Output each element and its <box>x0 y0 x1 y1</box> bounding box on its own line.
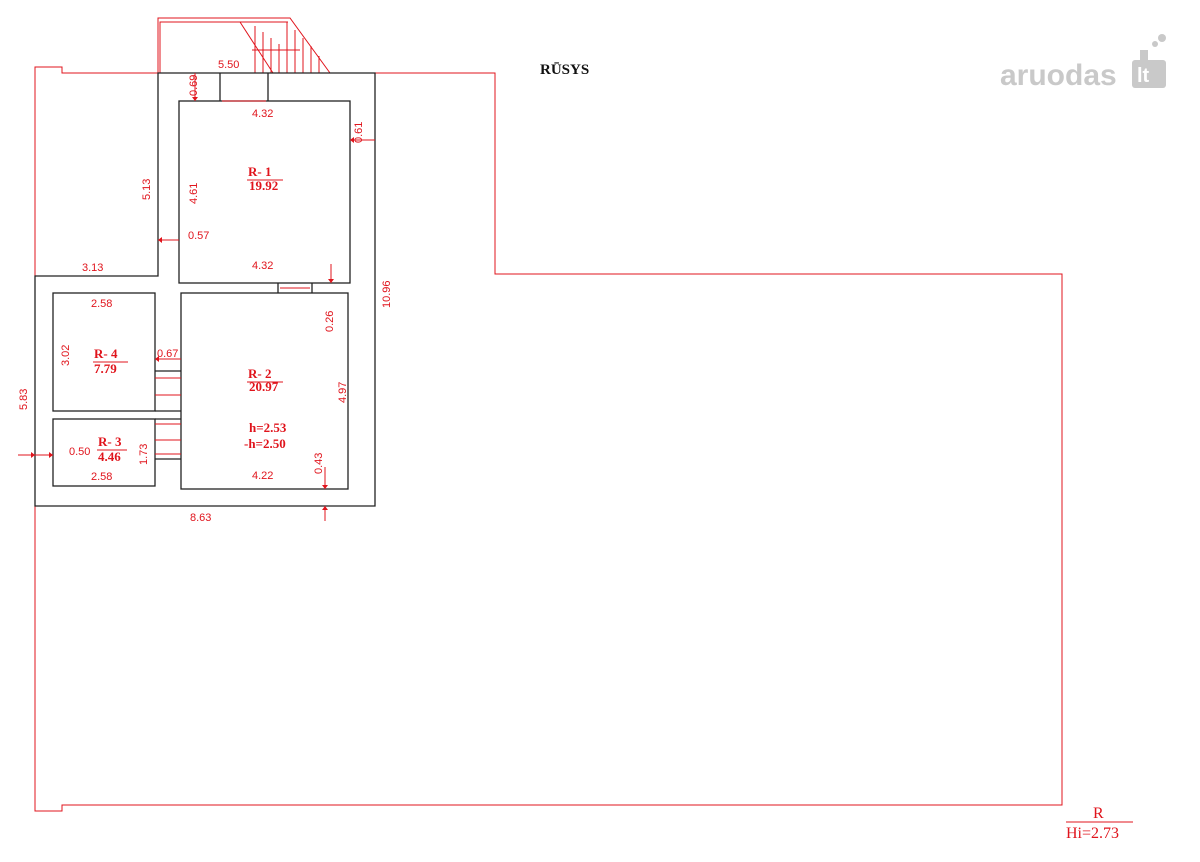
room-label-r2: R- 2 20.97 h=2.53 -h=2.50 <box>244 366 287 451</box>
room-area: 4.46 <box>98 449 121 464</box>
logo-text: aruodas <box>1000 59 1117 92</box>
dim-label: 0.67 <box>157 348 178 360</box>
dim-label: 2.58 <box>91 471 112 483</box>
dimension-arrows <box>18 73 375 521</box>
smoke-icon <box>1158 34 1166 42</box>
building-walls <box>34 72 376 507</box>
dim-label: 5.13 <box>141 179 153 200</box>
dim-label: 0.26 <box>324 311 336 332</box>
dim-label: 0.43 <box>313 453 325 474</box>
dim-label: 3.02 <box>60 345 72 366</box>
room-height-alt: -h=2.50 <box>244 436 286 451</box>
dim-label: 4.22 <box>252 470 273 482</box>
dim-label: 0.61 <box>353 122 365 143</box>
dim-label: 4.32 <box>252 260 273 272</box>
dim-label: 8.63 <box>190 512 211 524</box>
room-area: 19.92 <box>249 178 278 193</box>
room-height: h=2.53 <box>249 420 287 435</box>
height-legend: R Hi=2.73 <box>1066 805 1133 842</box>
stair <box>157 17 331 74</box>
dim-label: 4.32 <box>252 108 273 120</box>
room-area: 20.97 <box>249 379 279 394</box>
logo-suffix: lt <box>1137 65 1150 87</box>
dim-label: 0.69 <box>188 75 200 96</box>
dim-label: 3.13 <box>82 262 103 274</box>
dim-label: 4.61 <box>188 183 200 204</box>
dim-label: 0.57 <box>188 230 209 242</box>
chimney-icon <box>1140 50 1148 62</box>
room-name: R- 2 <box>248 366 271 381</box>
dimension-labels-vertical: 0.69 0.61 5.13 4.61 10.96 0.26 3.02 5.83… <box>18 75 393 474</box>
dim-label: 10.96 <box>381 280 393 308</box>
opening-marks <box>155 100 310 455</box>
logo-badge <box>1132 60 1166 88</box>
dim-label: 5.50 <box>218 59 239 71</box>
room-name: R- 1 <box>248 164 271 179</box>
room-name: R- 3 <box>98 434 122 449</box>
smoke-icon <box>1152 41 1158 47</box>
dim-label: 2.58 <box>91 298 112 310</box>
room-area: 7.79 <box>94 361 117 376</box>
outer-boundary <box>34 66 1063 812</box>
dim-label: 0.50 <box>69 446 90 458</box>
room-label-r3: R- 3 4.46 <box>97 434 127 464</box>
legend-label: R <box>1093 805 1104 822</box>
room-label-r1: R- 1 19.92 <box>247 164 283 193</box>
aruodas-logo: aruodas lt <box>1000 34 1166 92</box>
dim-label: 1.73 <box>138 444 150 465</box>
dim-label: 5.83 <box>18 389 30 410</box>
dim-label: 4.97 <box>337 382 349 403</box>
plan-title: RŪSYS <box>540 62 589 78</box>
dimension-labels: 5.50 4.32 0.57 3.13 4.32 2.58 0.67 0.50 … <box>69 59 273 524</box>
legend-height: Hi=2.73 <box>1066 825 1119 842</box>
room-label-r4: R- 4 7.79 <box>93 346 128 376</box>
room-name: R- 4 <box>94 346 118 361</box>
